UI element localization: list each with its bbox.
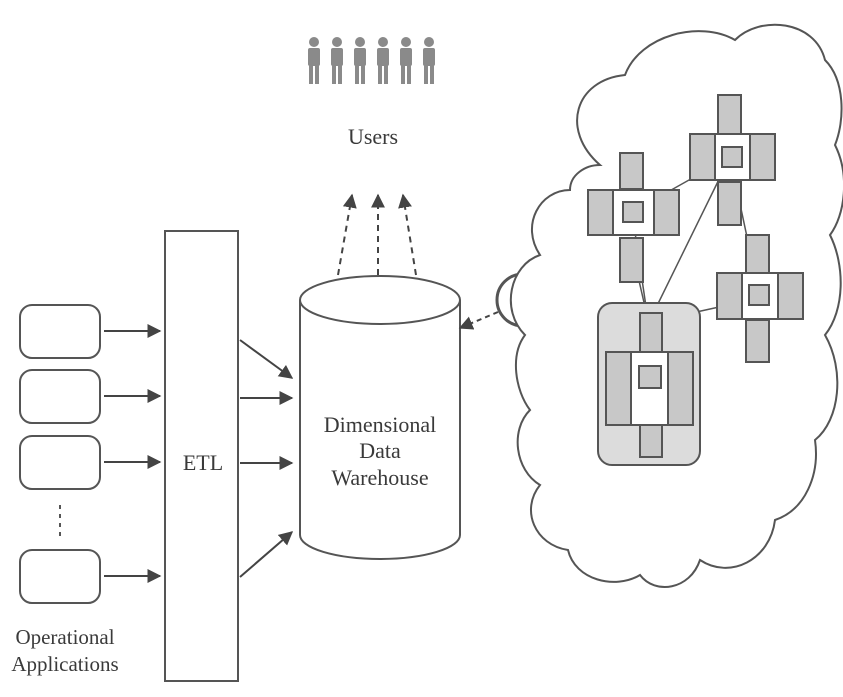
dimension-table xyxy=(667,351,694,426)
fact-core xyxy=(622,201,644,223)
etl-box xyxy=(164,230,239,682)
load-arrows xyxy=(239,339,294,578)
etl-label: ETL xyxy=(182,450,224,475)
source-app-box xyxy=(19,435,101,490)
dimension-table xyxy=(749,133,776,181)
dimension-table xyxy=(777,272,804,320)
dimension-table xyxy=(689,133,716,181)
warehouse-label-line: Dimensional xyxy=(323,412,437,437)
dimension-table xyxy=(639,312,663,354)
operational-apps xyxy=(19,304,101,604)
dimension-table xyxy=(653,189,680,236)
dimension-table xyxy=(717,181,742,226)
star-schema xyxy=(716,234,804,363)
fact-core xyxy=(721,146,743,168)
cylinder-icon xyxy=(299,275,461,560)
user-icon xyxy=(377,37,389,84)
query-arrows xyxy=(337,193,417,276)
ingest-arrows xyxy=(104,324,162,583)
fact-core xyxy=(748,284,770,306)
user-icon xyxy=(423,37,435,84)
users-label: Users xyxy=(347,124,399,149)
star-schema xyxy=(689,94,776,226)
lookup-arrow xyxy=(458,311,499,330)
operational-apps-label: Operational Applications xyxy=(0,624,130,679)
dimension-table xyxy=(745,234,770,274)
star-schema xyxy=(587,152,680,283)
dimension-table xyxy=(716,272,743,320)
user-icon xyxy=(354,37,366,84)
warehouse-label-line: Warehouse xyxy=(331,464,429,490)
user-icon xyxy=(308,37,320,84)
warehouse-label: Dimensional Data Warehouse xyxy=(300,412,460,491)
dimension-table xyxy=(619,237,644,283)
fact-core xyxy=(638,365,662,389)
dimension-table xyxy=(619,152,644,190)
source-app-box xyxy=(19,549,101,604)
users-group xyxy=(308,37,435,84)
source-app-box xyxy=(19,304,101,359)
user-icon xyxy=(400,37,412,84)
warehouse-label-line: Data xyxy=(359,438,401,464)
star-schema xyxy=(605,312,694,458)
dimension-table xyxy=(745,319,770,363)
operational-label-line: Applications xyxy=(11,652,119,677)
operational-label-line: Operational xyxy=(15,625,115,649)
dimension-table xyxy=(605,351,632,426)
dimension-table xyxy=(717,94,742,135)
dimension-table xyxy=(639,424,663,458)
dimension-table xyxy=(587,189,614,236)
source-app-box xyxy=(19,369,101,424)
user-icon xyxy=(331,37,343,84)
